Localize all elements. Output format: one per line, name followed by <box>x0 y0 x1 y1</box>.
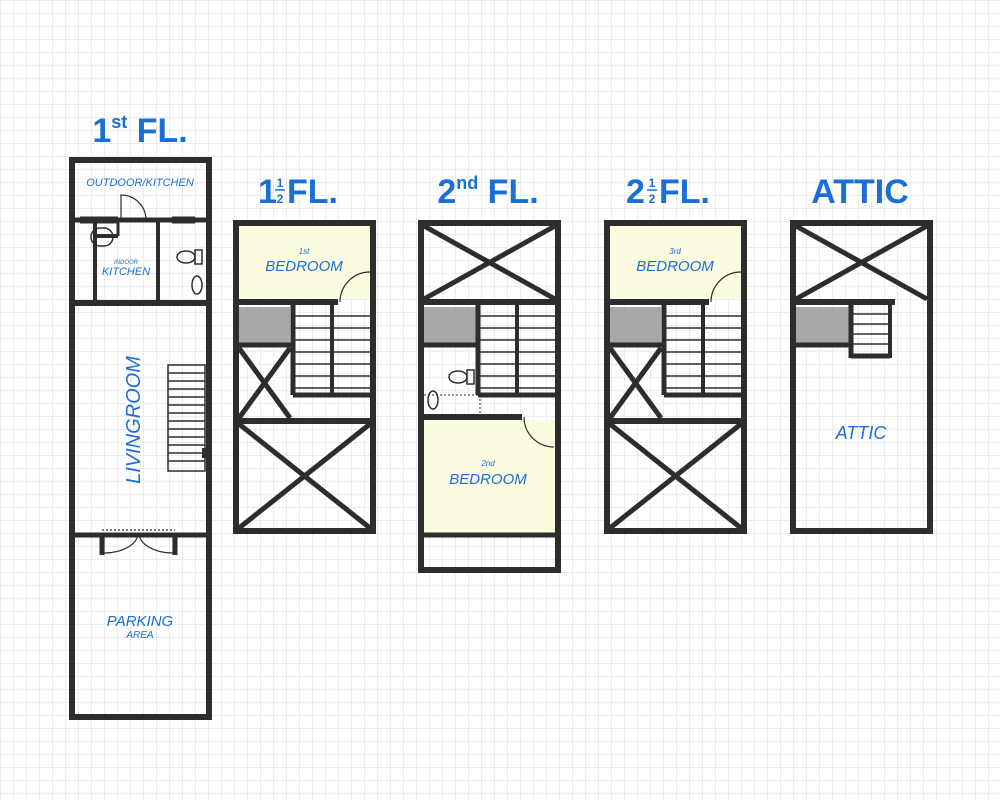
kitchen-label: KITCHEN <box>102 266 150 278</box>
first-floor-title: 1st FL. <box>92 112 187 150</box>
first-bedroom-ordinal: 1st <box>299 247 310 256</box>
attic-label: ATTIC <box>835 423 888 443</box>
one-half-floor-title: 1 1 2 FL. <box>258 173 338 211</box>
attic-plan <box>790 220 933 534</box>
second-bedroom-ordinal: 2nd <box>480 459 495 468</box>
parking-label: PARKING <box>107 613 174 630</box>
svg-text:FL.: FL. <box>659 173 710 211</box>
outdoor-kitchen-label: OUTDOOR/KITCHEN <box>86 177 194 189</box>
second-floor-plan <box>418 220 561 573</box>
livingroom-label: LIVINGROOM <box>123 356 145 484</box>
indoor-label: INDOOR <box>114 260 139 266</box>
svg-text:2: 2 <box>649 192 656 206</box>
svg-text:1: 1 <box>649 176 656 190</box>
svg-text:FL.: FL. <box>287 173 338 211</box>
two-half-floor-title: 2 1 2 FL. <box>626 173 710 211</box>
svg-text:1: 1 <box>258 173 277 211</box>
attic-title: ATTIC <box>811 173 909 211</box>
svg-text:2: 2 <box>277 192 284 206</box>
svg-text:2: 2 <box>626 173 645 211</box>
second-bedroom-label: BEDROOM <box>449 471 527 488</box>
area-label: AREA <box>125 630 154 641</box>
first-bedroom-label: BEDROOM <box>265 258 343 275</box>
one-half-floor-plan <box>233 220 376 534</box>
first-floor-plan <box>69 157 212 720</box>
second-floor-title: 2nd FL. <box>437 173 538 211</box>
two-half-floor-plan <box>604 220 747 534</box>
third-bedroom-ordinal: 3rd <box>669 247 681 256</box>
third-bedroom-label: BEDROOM <box>636 258 714 275</box>
svg-text:1: 1 <box>277 176 284 190</box>
